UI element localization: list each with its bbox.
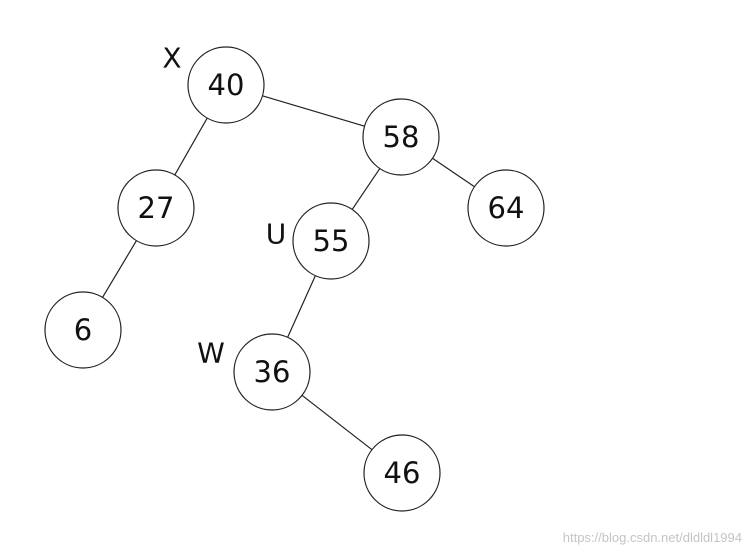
tree-edges xyxy=(101,95,475,451)
node-circle xyxy=(187,46,265,124)
tree-node-6: 6 xyxy=(44,291,122,369)
node-tag-x: X xyxy=(162,42,181,75)
node-value: 27 xyxy=(138,191,175,225)
node-value: 55 xyxy=(313,224,350,258)
tree-node-36: 36 xyxy=(233,333,311,411)
node-circle xyxy=(292,202,370,280)
node-circle xyxy=(362,98,440,176)
node-circle xyxy=(233,333,311,411)
tree-node-46: 46 xyxy=(363,434,441,512)
node-circle xyxy=(363,434,441,512)
edge-40-58 xyxy=(262,95,365,127)
edge-55-36 xyxy=(287,275,316,338)
edge-40-27 xyxy=(174,117,208,176)
node-tags: X U W xyxy=(162,42,286,370)
node-value: 58 xyxy=(383,120,420,154)
node-tag-w: W xyxy=(197,337,225,370)
tree-node-64: 64 xyxy=(467,169,545,247)
edge-58-55 xyxy=(351,168,381,210)
node-circle xyxy=(467,169,545,247)
node-value: 6 xyxy=(74,313,92,347)
node-circle xyxy=(117,169,195,247)
edge-58-64 xyxy=(432,157,475,188)
edge-36-46 xyxy=(301,394,373,451)
node-value: 40 xyxy=(208,68,245,102)
watermark: https://blog.csdn.net/dldldl1994 xyxy=(562,530,742,545)
node-value: 64 xyxy=(488,191,525,225)
edge-27-6 xyxy=(101,240,138,298)
tree-nodes: 40 27 58 6 55 64 36 46 xyxy=(44,46,545,512)
tree-node-40: 40 xyxy=(187,46,265,124)
tree-node-58: 58 xyxy=(362,98,440,176)
node-value: 46 xyxy=(384,456,421,490)
tree-node-27: 27 xyxy=(117,169,195,247)
node-value: 36 xyxy=(254,355,291,389)
node-tag-u: U xyxy=(266,218,287,251)
tree-node-55: 55 xyxy=(292,202,370,280)
node-circle xyxy=(44,291,122,369)
